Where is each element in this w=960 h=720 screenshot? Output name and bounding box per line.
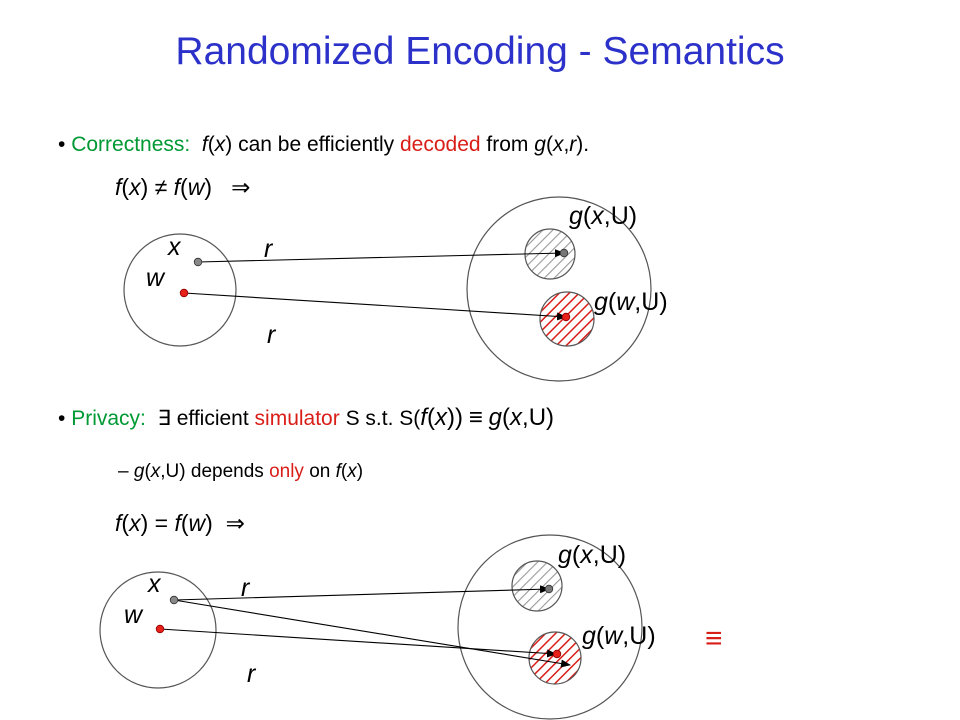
only-word: only <box>269 461 304 482</box>
arrow-x-top <box>197 249 565 263</box>
decoded-word: decoded <box>399 133 481 156</box>
w-symbol: w <box>616 288 635 316</box>
x-symbol: x <box>214 133 226 156</box>
x-symbol: x <box>580 541 593 569</box>
label-gwU-bottom: g(w,U) <box>582 622 656 650</box>
g-symbol: g <box>488 404 503 431</box>
g-symbol: g <box>133 461 145 482</box>
dash: – <box>118 461 129 482</box>
image-gx-bottom <box>544 584 554 594</box>
not-equal-sign: ≠ <box>154 174 168 200</box>
arrow-w-to-gw-bottom <box>159 628 557 658</box>
gx-distribution-bottom <box>511 560 563 612</box>
U-symbol: U <box>610 202 629 230</box>
label-gxU-bottom: g(x,U) <box>558 541 627 569</box>
privacy-text2: S s.t. <box>345 407 394 430</box>
label-x-top: x <box>168 233 181 261</box>
simulator-word: simulator <box>254 407 340 430</box>
subbullet-text2: on <box>309 461 331 482</box>
x-symbol: x <box>129 174 141 200</box>
equal-sign: = <box>154 510 169 536</box>
bullet-dot: • <box>58 133 66 156</box>
label-gxU-top: g(x,U) <box>569 202 638 230</box>
U-symbol: U <box>528 404 547 431</box>
point-w-top <box>179 288 189 298</box>
eq-condition: f(x) = f(w) ⇒ <box>115 510 245 536</box>
x-symbol: x <box>347 461 357 482</box>
input-domain-circle-bottom <box>99 571 217 689</box>
point-w-bottom <box>155 624 165 634</box>
input-domain-circle-top <box>123 233 237 347</box>
arrow-x-to-gx-bottom <box>173 585 550 601</box>
f-symbol: f <box>174 510 181 536</box>
f-symbol: f <box>201 133 208 156</box>
privacy-label: Privacy: <box>71 407 146 430</box>
g-symbol: g <box>582 622 596 650</box>
correctness-text1: can be efficiently <box>238 133 395 156</box>
slide-title: Randomized Encoding - Semantics <box>175 30 785 73</box>
w-symbol: w <box>188 510 206 536</box>
x-symbol: x <box>552 133 564 156</box>
x-symbol: x <box>510 404 523 431</box>
x-symbol: x <box>129 510 141 536</box>
arrow-w-top <box>183 292 567 321</box>
correctness-text2: from <box>486 133 529 156</box>
label-x-bottom: x <box>148 570 161 598</box>
privacy-bullet: • Privacy: ∃ efficient simulator S s.t. … <box>58 404 555 431</box>
correctness-bullet: • Correctness: f(x) can be efficiently d… <box>58 133 590 156</box>
U-symbol: U <box>641 288 660 316</box>
neq-condition: f(x) ≠ f(w) ⇒ <box>115 174 251 200</box>
S-symbol: S <box>399 407 414 430</box>
x-symbol: x <box>150 461 161 482</box>
label-r-bottom-lower: r <box>247 660 256 688</box>
x-symbol: x <box>434 404 447 431</box>
label-gwU-top: g(w,U) <box>594 288 668 316</box>
g-symbol: g <box>558 541 572 569</box>
equiv-sign: ≡ <box>468 404 483 431</box>
arrow-x-to-gw-bottom <box>173 599 571 668</box>
U-symbol: U <box>165 461 180 482</box>
f-symbol: f <box>115 174 122 200</box>
privacy-text1: efficient <box>176 407 249 430</box>
implies-arrow: ⇒ <box>225 510 245 536</box>
g-symbol: g <box>594 288 608 316</box>
label-r-top-lower: r <box>267 321 276 349</box>
output-space-circle-bottom <box>457 534 643 720</box>
equivalence-sign: ≡ <box>705 622 723 655</box>
exists-symbol: ∃ <box>157 407 171 430</box>
correctness-label: Correctness: <box>71 133 191 156</box>
label-r-bottom-upper: r <box>241 574 250 602</box>
label-w-top: w <box>146 264 165 292</box>
x-symbol: x <box>591 202 604 230</box>
implies-arrow: ⇒ <box>231 174 251 200</box>
image-gx-top <box>559 248 569 258</box>
gw-distribution-bottom <box>528 631 582 685</box>
label-w-bottom: w <box>124 601 143 629</box>
g-symbol: g <box>534 133 546 156</box>
U-symbol: U <box>629 622 648 650</box>
f-symbol: f <box>335 461 341 482</box>
f-symbol: f <box>173 174 181 200</box>
output-space-circle-top <box>466 196 652 382</box>
r-symbol: r <box>569 133 577 156</box>
image-gw-bottom <box>552 649 562 659</box>
point-x-top <box>193 257 203 267</box>
U-symbol: U <box>599 541 618 569</box>
point-x-bottom <box>169 595 179 605</box>
f-symbol: f <box>420 404 427 431</box>
subbullet-text1: depends <box>190 461 264 482</box>
privacy-subbullet: – g(x,U) depends only on f(x) <box>118 461 364 482</box>
image-gw-top <box>561 312 571 322</box>
w-symbol: w <box>604 622 623 650</box>
w-symbol: w <box>187 174 205 200</box>
g-symbol: g <box>569 202 583 230</box>
f-symbol: f <box>115 510 122 536</box>
bullet-dot: • <box>58 407 66 430</box>
label-r-top-upper: r <box>264 235 273 263</box>
